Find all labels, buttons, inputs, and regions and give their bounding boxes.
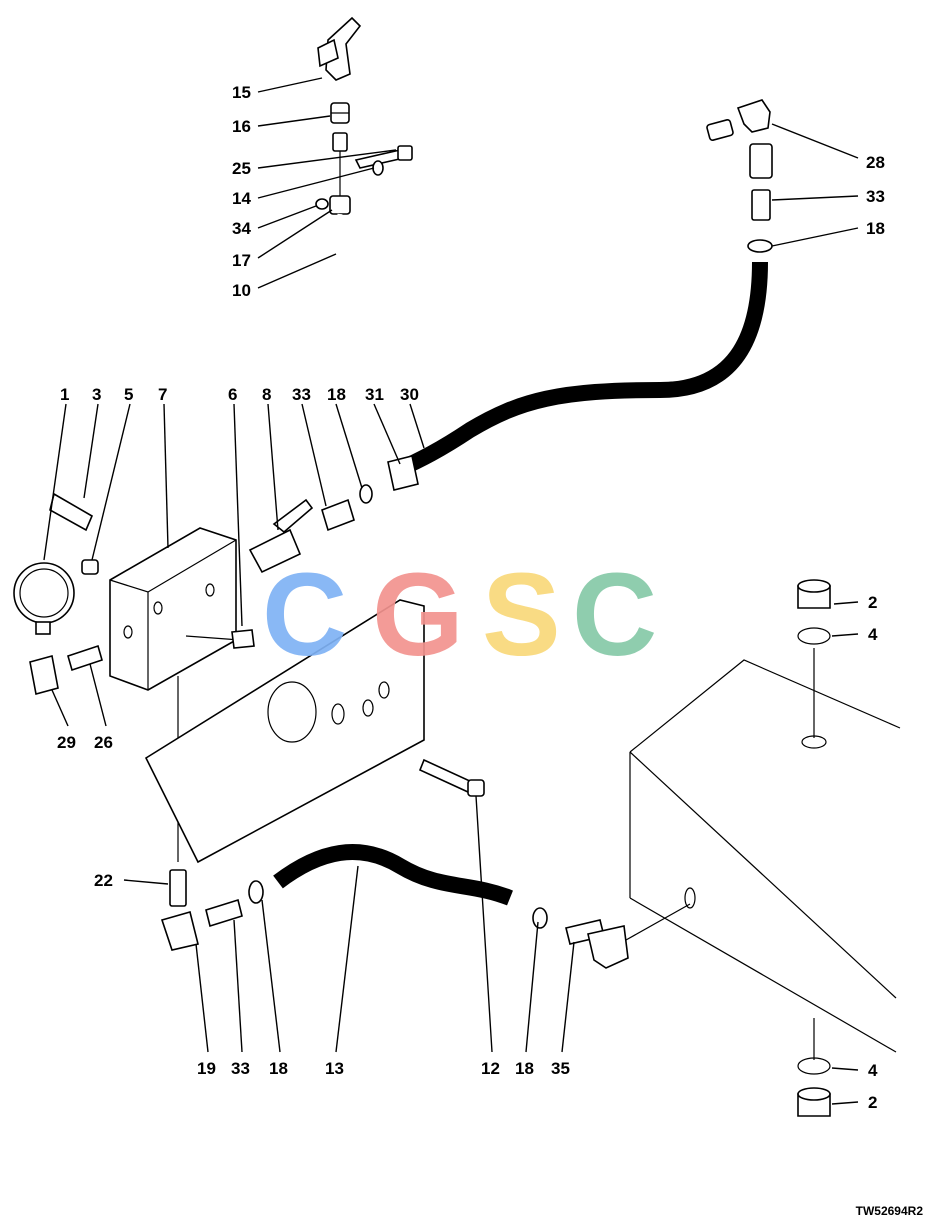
callout-18-top: 18 [866,219,885,238]
callout-2-top: 2 [868,593,877,612]
lower-left-fittings [160,869,264,951]
watermark-letter-g: G [372,549,464,681]
screw-washer-nut [315,145,413,210]
coiled-hose [336,90,716,321]
callout-33-top: 33 [866,187,885,206]
callout-10: 10 [232,281,251,300]
callout-25: 25 [232,159,251,178]
callout-31: 31 [365,385,384,404]
callout-30: 30 [400,385,419,404]
callout-8: 8 [262,385,271,404]
watermark-letter-s: S [482,549,561,681]
callout-33-bottom: 33 [231,1059,250,1078]
callout-28: 28 [866,153,885,172]
callout-12: 12 [481,1059,500,1078]
elbow-connector [29,644,103,696]
callout-29: 29 [57,733,76,752]
washer-18-top [747,239,773,253]
hose-end-fittings [321,455,419,532]
callout-34: 34 [232,219,251,238]
callout-6: 6 [228,385,237,404]
callout-7: 7 [158,385,167,404]
callout-33-mid: 33 [292,385,311,404]
cgsc-watermark: C G S C [262,549,657,681]
adapter [330,102,350,124]
supply-hose [394,261,768,478]
watermark-letter-c2: C [572,549,657,681]
callout-18-bottom-left: 18 [269,1059,288,1078]
mounting-plate [144,599,425,864]
callout-14: 14 [232,189,251,208]
callout-4-bottom: 4 [868,1061,878,1080]
callout-22: 22 [94,871,113,890]
adapter-33-top [751,189,771,221]
callout-18-bottom-right: 18 [515,1059,534,1078]
callout-26: 26 [94,733,113,752]
elbow-fitting-top [706,99,771,141]
callouts: 15 16 25 14 34 17 10 28 33 18 1 3 5 7 6 … [57,83,885,1112]
callout-35: 35 [551,1059,570,1078]
drain-plugs-and-orings [797,579,831,1117]
watermark-letter-c1: C [262,549,347,681]
callout-1: 1 [60,385,69,404]
callout-15: 15 [232,83,251,102]
shutoff-valve [248,498,314,574]
drawing-number: TW52694R2 [855,1204,923,1218]
callout-19: 19 [197,1059,216,1078]
callout-4-top: 4 [868,625,878,644]
lower-right-fittings [532,903,691,969]
callout-5: 5 [124,385,133,404]
pressure-gauge [13,562,75,635]
manifold-block [109,527,241,862]
callout-17: 17 [232,251,251,270]
mounting-bolt [418,758,485,797]
callout-18-mid: 18 [327,385,346,404]
filter-plug-fittings [49,492,255,649]
callout-3: 3 [92,385,101,404]
callout-2-bottom: 2 [868,1093,877,1112]
callout-13: 13 [325,1059,344,1078]
reservoir-tank [629,648,901,1060]
sleeve [749,143,773,179]
callout-16: 16 [232,117,251,136]
tube-clamp [329,195,351,215]
leader-lines [43,77,859,1105]
lower-hose [273,844,513,906]
nipple-fitting [332,132,348,152]
spray-nozzle [317,16,362,81]
